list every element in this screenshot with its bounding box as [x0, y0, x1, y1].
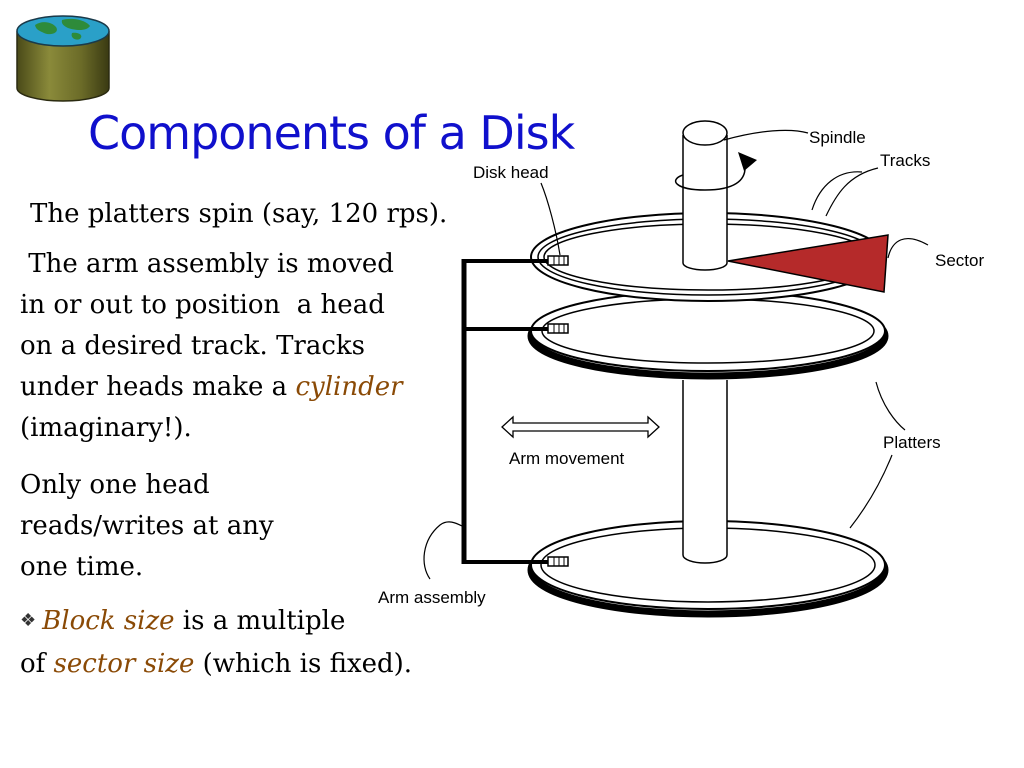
label-arm-movement: Arm movement — [509, 449, 625, 468]
diamond-bullet-icon: ❖ — [20, 610, 37, 631]
sector-wedge — [727, 234, 889, 293]
spindle-lower — [682, 380, 728, 564]
paragraph-block-size-of: of — [20, 649, 54, 679]
paragraph-block-size-mid: is a multiple — [174, 606, 346, 636]
cylinder-term: cylinder — [295, 372, 403, 402]
label-arm-assembly: Arm assembly — [378, 588, 486, 607]
label-disk-head: Disk head — [473, 163, 549, 182]
label-spindle: Spindle — [809, 128, 866, 147]
paragraph-arm-line5: (imaginary!). — [20, 413, 192, 443]
paragraph-arm-line4-text: under heads make a — [20, 372, 296, 402]
disk-head-middle — [547, 323, 569, 334]
paragraph-arm-line4: under heads make a cylinder — [20, 367, 403, 408]
paragraph-one-head: Only one head reads/writes at any one ti… — [20, 465, 274, 588]
paragraph-block-size-line1: ❖Block size is a multiple — [20, 601, 412, 644]
middle-platter — [527, 290, 889, 380]
paragraph-block-size-line2: of sector size (which is fixed). — [20, 644, 412, 685]
arm-assembly — [461, 259, 552, 564]
block-size-term: Block size — [42, 606, 175, 636]
disk-head-top — [547, 255, 569, 266]
paragraph-arm: The arm assembly is moved in or out to p… — [20, 244, 403, 449]
paragraph-one-head-line2: reads/writes at any — [20, 511, 274, 541]
rotation-arrow-icon — [674, 152, 757, 191]
paragraph-one-head-line3: one time. — [20, 552, 144, 582]
globe-cylinder-icon — [16, 15, 110, 102]
label-tracks: Tracks — [880, 151, 930, 170]
paragraph-arm-line2: in or out to position a head — [20, 290, 385, 320]
label-sector: Sector — [935, 251, 984, 270]
spindle-upper — [682, 120, 728, 271]
paragraph-block-size-end: (which is fixed). — [194, 649, 413, 679]
paragraph-spin: The platters spin (say, 120 rps). — [30, 199, 448, 229]
sector-size-term: sector size — [53, 649, 195, 679]
leader-lines — [423, 129, 929, 580]
disk-head-bottom — [547, 556, 569, 567]
slide-title: Components of a Disk — [88, 106, 575, 160]
paragraph-one-head-line1: Only one head — [20, 470, 210, 500]
paragraph-arm-line3: on a desired track. Tracks — [20, 331, 365, 361]
arm-movement-arrow-icon — [501, 415, 660, 439]
paragraph-block-size: ❖Block size is a multiple of sector size… — [20, 601, 412, 685]
paragraph-arm-line1: The arm assembly is moved — [20, 249, 394, 279]
label-platters: Platters — [883, 433, 941, 452]
